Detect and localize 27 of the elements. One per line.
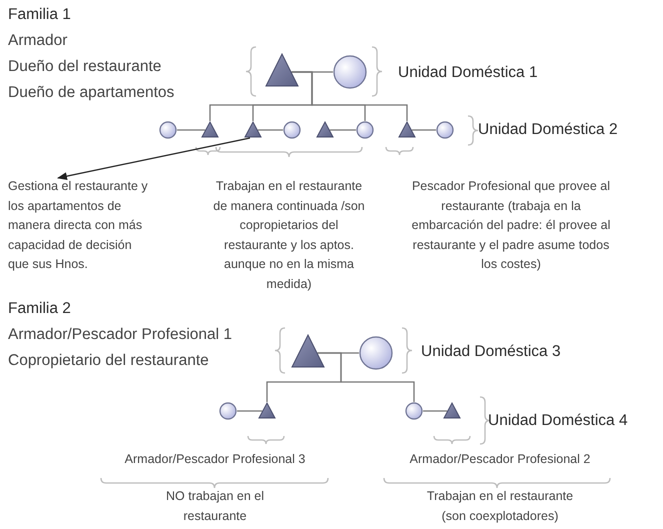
annotation-text: Dueño de apartamentos [8,83,174,103]
annotation-text: Armador/Pescador Profesional 1 [8,325,232,345]
annotation-text: Trabajan en el restaurante (son coexplotadores) [426,488,574,525]
annotation-text: Copropietario del restaurante [8,351,209,371]
annotation-text: Trabajan en el restaurante de manera continuada /son copropietarios del restaurante y los aptos. aunque no en la misma medida) [212,178,366,293]
heading-label: Familia 2 [8,299,71,319]
heading-label: Unidad Doméstica 2 [478,120,618,140]
annotation-text: Armador/Pescador Profesional 3 [124,451,306,468]
annotation-text: Armador/Pescador Profesional 2 [408,451,592,468]
note-text: Gestiona el restaurante y los apartamentos de manera directa con más capacidad de decisión que sus Hnos. [8,177,154,274]
kinship-line [258,129,283,131]
heading-label: Unidad Doméstica 1 [398,63,538,83]
kinship-line [423,410,448,412]
kinship-line [412,129,436,131]
annotation-text: NO trabajan en el restaurante [165,488,265,524]
heading-label: Unidad Doméstica 4 [488,411,628,431]
kinship-line [330,129,356,131]
annotation-text: Dueño del restaurante [8,57,162,77]
annotation-text: Pescador Profesional que provee al restaurante (trabaja en la embarcación del padre: él provee al restaurante y el padre asume todos los costes) [410,178,612,273]
kinship-line [177,129,206,131]
heading-label: Unidad Doméstica 3 [421,342,561,362]
heading-label: Familia 1 [8,5,71,25]
kinship-line [237,410,262,412]
kinship-line [318,352,415,402]
arrow [57,137,250,180]
annotation-text: Armador [8,31,68,51]
kinship-line [292,71,408,121]
